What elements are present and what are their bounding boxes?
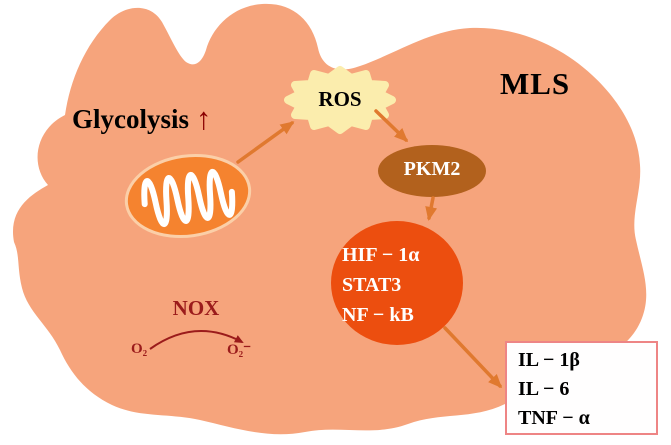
hif-line: HIF − 1α — [342, 244, 420, 266]
cytokine-output-box: IL − 1β IL − 6 TNF − α — [505, 341, 658, 435]
arrow-mitochondria-to-ros — [236, 121, 295, 164]
mitochondria-cristae-icon — [141, 169, 236, 227]
arrow-ros-to-pkm2 — [374, 109, 409, 143]
hif-stat3-nfkb-block: HIF − 1α STAT3 NF − kB — [342, 240, 419, 330]
superoxide-product-label: O₂⁻ — [227, 342, 252, 358]
cell-shape — [12, 3, 647, 435]
il1b-line: IL − 1β — [518, 349, 580, 371]
ros-label: ROS — [318, 87, 362, 111]
mitochondria-icon — [124, 153, 252, 239]
tnfa-line: TNF − α — [518, 407, 590, 429]
nox-label: NOX — [172, 296, 220, 320]
nox-reaction-arc — [149, 330, 244, 350]
stat3-line: STAT3 — [342, 274, 402, 296]
increase-arrow-icon: ↑ — [196, 101, 212, 136]
pkm2-ellipse — [378, 145, 486, 197]
cell-name-label: MLS — [500, 66, 571, 101]
il6-line: IL − 6 — [518, 378, 570, 400]
pkm2-label: PKM2 — [403, 158, 461, 180]
arrow-hif-to-cytokines — [443, 326, 503, 389]
hif-ellipse — [331, 221, 463, 345]
ros-burst-shape — [284, 66, 396, 134]
glycolysis-label: Glycolysis↑ — [72, 100, 212, 136]
arrow-pkm2-to-hif — [425, 196, 438, 221]
glycolysis-text: Glycolysis — [72, 104, 190, 134]
superoxide-substrate-label: O₂ — [131, 341, 148, 357]
nfkb-line: NF − kB — [342, 304, 414, 326]
